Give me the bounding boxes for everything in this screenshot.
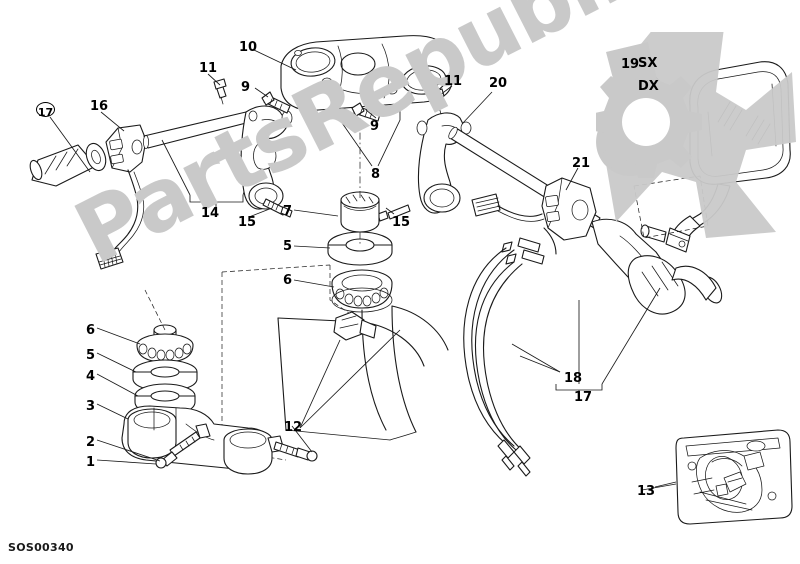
steering-stem-upper-stack (327, 118, 393, 313)
callout-10: 10 (239, 40, 258, 55)
callout-7: 7 (283, 204, 293, 219)
callout-9-right: 9 (370, 119, 380, 134)
callout-1-left: 1 (86, 455, 96, 470)
bolt-9-right (351, 102, 381, 122)
diagram-code: SOS00340 (8, 541, 74, 554)
callout-3-left: 3 (86, 399, 96, 414)
legend-side-left: SX (638, 56, 658, 71)
bolt-15-left (262, 198, 293, 218)
left-handlebar-clamp (213, 78, 293, 218)
bolts-9 (261, 91, 381, 122)
bolt-15-right (377, 204, 411, 222)
left-grip-assembly (29, 111, 263, 270)
callout-11-left: 11 (199, 61, 218, 76)
stem-bearing-6 (136, 333, 194, 363)
callout-21: 21 (572, 156, 591, 171)
legend-side-right: DX (638, 79, 659, 94)
callout-5-left: 5 (86, 348, 96, 363)
callout-20: 20 (489, 76, 508, 91)
callout-16: 16 (90, 99, 109, 114)
detail-inset-13 (654, 429, 793, 525)
callout-9-left: 9 (241, 80, 251, 95)
upper-triple-clamp (280, 35, 453, 111)
callout-8: 8 (371, 167, 381, 182)
bolt-12-right (273, 441, 318, 462)
bolt-9-left (261, 91, 291, 114)
callout-11-right: 11 (444, 74, 463, 89)
callout-13: 13 (637, 484, 656, 499)
lower-triple-clamp-assembly (121, 289, 318, 475)
bolt-1-2-left (155, 431, 201, 469)
callout-2-left: 2 (86, 435, 96, 450)
callout-17-bracket: 17 (574, 390, 593, 405)
callout-12: 12 (284, 420, 303, 435)
callout-18: 18 (564, 371, 583, 386)
callout-15-right: 15 (392, 215, 411, 230)
bolt-11-right (431, 88, 445, 115)
callout-14: 14 (201, 206, 220, 221)
callout-6-left: 6 (86, 323, 96, 338)
callout-19: 19 (621, 57, 640, 72)
callout-6-center: 6 (283, 273, 293, 288)
callout-17-circled: 17 (36, 102, 55, 119)
callout-4-left: 4 (86, 369, 96, 384)
callout-5-center: 5 (283, 239, 293, 254)
lock-bracket-12 (333, 311, 377, 341)
frame-phantom (221, 264, 449, 461)
callout-leader-lines (49, 49, 677, 491)
callout-15-left: 15 (238, 215, 257, 230)
throttle-cables (463, 247, 661, 477)
